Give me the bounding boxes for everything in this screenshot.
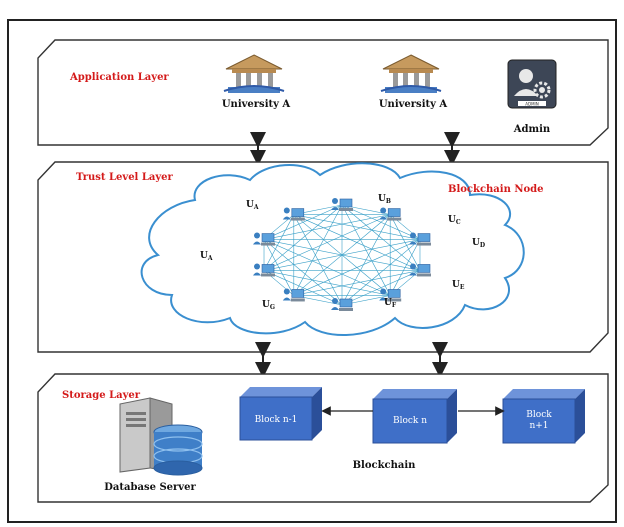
mesh-link xyxy=(263,239,391,296)
database-server-icon xyxy=(119,397,203,476)
block-n-plus-1-label: Block xyxy=(526,410,552,420)
node-computer-icon xyxy=(408,263,431,277)
university-a-label: University A xyxy=(222,99,291,110)
university-a-node-2: University A xyxy=(379,54,448,110)
node-computer-icon xyxy=(253,263,276,277)
mesh-link xyxy=(263,239,295,296)
block-n: Block n xyxy=(372,389,457,444)
cloud-shape xyxy=(140,162,525,337)
mesh-link xyxy=(293,214,391,296)
user-label-c: UC xyxy=(448,215,461,226)
user-label-g: UG xyxy=(262,300,275,311)
mesh-link xyxy=(263,214,391,240)
university-building-icon xyxy=(380,54,442,93)
admin-gear-icon: ADMIN xyxy=(507,59,557,109)
university-a-label-2: University A xyxy=(379,99,448,110)
node-computer-icon xyxy=(253,232,276,246)
user-label-e: UE xyxy=(452,280,465,291)
blockchain-node-title: Blockchain Node xyxy=(448,184,544,195)
user-label-a-left: UA xyxy=(200,251,213,262)
admin-label: Admin xyxy=(513,124,551,135)
node-computer-icon xyxy=(379,288,402,302)
user-label-f: UF xyxy=(384,298,397,309)
node-computer-icon xyxy=(282,207,305,221)
mesh-link xyxy=(263,270,391,296)
trust-level-layer: Trust Level Layer Blockchain Node UA UB … xyxy=(37,161,609,353)
user-labels: UA UB UC UD UE UF UG UA xyxy=(200,194,485,311)
block-n-minus-1: Block n-1 xyxy=(239,387,322,441)
mesh-link xyxy=(341,239,421,306)
user-label-d: UD xyxy=(472,238,485,249)
user-label-b: UB xyxy=(378,194,391,205)
mesh-link xyxy=(293,214,343,306)
node-computer-icon xyxy=(408,232,431,246)
admin-node: ADMIN Admin xyxy=(507,59,557,135)
mesh-link xyxy=(263,270,343,306)
storage-layer: Storage Layer Database Server Block n-1 xyxy=(37,373,609,503)
application-layer-panel xyxy=(37,39,609,146)
trust-layer-title: Trust Level Layer xyxy=(76,172,174,183)
mesh-link xyxy=(263,204,343,271)
block-n-plus-1-label-2: n+1 xyxy=(529,421,548,431)
admin-badge-text: ADMIN xyxy=(525,102,538,107)
mesh-link xyxy=(293,214,421,271)
block-n-minus-1-label: Block n-1 xyxy=(255,415,298,425)
blockchain-label: Blockchain xyxy=(353,460,417,471)
database-server-label: Database Server xyxy=(104,482,196,493)
mesh-link xyxy=(341,204,421,271)
block-n-label: Block n xyxy=(393,416,427,426)
storage-layer-title: Storage Layer xyxy=(62,390,141,401)
node-computer-icon xyxy=(282,288,305,302)
application-layer: Application Layer University A xyxy=(37,39,609,146)
node-computer-icon xyxy=(379,207,402,221)
blockchain-nodes xyxy=(253,198,431,311)
university-a-node: University A xyxy=(222,54,291,110)
mesh-link xyxy=(293,214,421,240)
mesh-link xyxy=(293,270,421,296)
user-label-a-top: UA xyxy=(246,200,259,211)
mesh-link xyxy=(263,239,343,306)
application-layer-title: Application Layer xyxy=(69,72,169,83)
university-building-icon xyxy=(223,54,285,93)
node-computer-icon xyxy=(331,298,353,311)
mesh-link xyxy=(263,214,295,271)
block-n-plus-1: Block n+1 xyxy=(502,389,585,444)
node-computer-icon xyxy=(331,198,353,211)
